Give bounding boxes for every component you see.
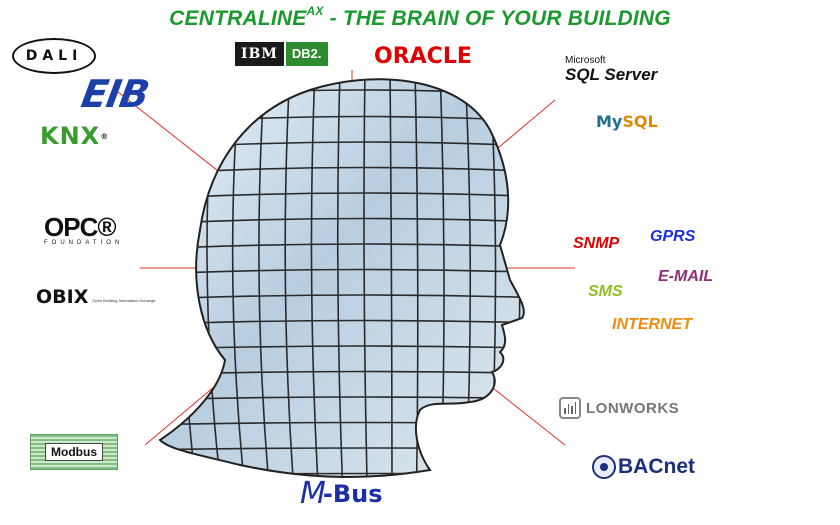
mbus-m-glyph: M bbox=[300, 476, 326, 511]
title-superscript: AX bbox=[306, 4, 324, 18]
mysql-my-text: My bbox=[596, 112, 623, 131]
knx-mark: ® bbox=[100, 131, 110, 141]
db2-text: DB2. bbox=[285, 42, 328, 66]
snmp-label: SNMP bbox=[573, 235, 620, 252]
oracle-logo: ORACLE bbox=[374, 44, 472, 69]
microsoft-sql-server-logo: Microsoft SQL Server bbox=[565, 56, 657, 84]
modbus-logo: Modbus bbox=[30, 434, 118, 470]
title-rest: - THE BRAIN OF YOUR BUILDING bbox=[323, 7, 671, 30]
bacnet-logo: BACnet bbox=[592, 455, 695, 479]
dali-logo: DALI bbox=[12, 38, 96, 74]
head-svg bbox=[158, 78, 525, 478]
microsoft-text: Microsoft bbox=[565, 55, 606, 66]
ibm-db2-logo: IBM DB2. bbox=[235, 42, 328, 66]
eib-text: EIB bbox=[78, 72, 152, 116]
ibm-text: IBM bbox=[235, 42, 284, 66]
wireframe-head-illustration bbox=[130, 70, 600, 520]
sms-label: SMS bbox=[588, 283, 623, 300]
opc-foundation-text: FOUNDATION bbox=[44, 240, 124, 246]
lonworks-text: LONWORKS bbox=[586, 399, 680, 417]
modbus-text: Modbus bbox=[45, 443, 103, 461]
knx-logo: KNX® bbox=[40, 122, 109, 150]
dali-text: DALI bbox=[25, 48, 83, 64]
knx-text: KNX bbox=[40, 122, 101, 150]
page-title: CENTRALINEAX - THE BRAIN OF YOUR BUILDIN… bbox=[0, 4, 840, 31]
lonworks-icon bbox=[559, 397, 581, 419]
sql-server-text: SQL Server bbox=[565, 65, 658, 84]
obix-subtitle: Open Building Information Xchange bbox=[92, 298, 156, 303]
oracle-text: ORACLE bbox=[374, 44, 472, 69]
lonworks-logo: LONWORKS bbox=[559, 397, 679, 419]
gprs-label: GPRS bbox=[650, 228, 696, 245]
email-label: E-MAIL bbox=[658, 268, 714, 285]
eib-logo: EIB bbox=[78, 72, 152, 116]
bacnet-text: BACnet bbox=[618, 455, 695, 478]
mysql-sql-text: SQL bbox=[622, 112, 658, 131]
opc-text: OPC® bbox=[44, 212, 116, 242]
obix-logo: OBIX Open Building Information Xchange bbox=[36, 286, 156, 308]
opc-foundation-logo: OPC® FOUNDATION bbox=[44, 214, 123, 246]
mbus-text: -Bus bbox=[322, 479, 383, 508]
mbus-logo: M-Bus bbox=[300, 476, 383, 511]
internet-label: INTERNET bbox=[612, 316, 692, 333]
title-main: CENTRALINE bbox=[169, 7, 307, 30]
bacnet-icon bbox=[592, 455, 616, 479]
obix-text: OBIX bbox=[36, 286, 89, 308]
